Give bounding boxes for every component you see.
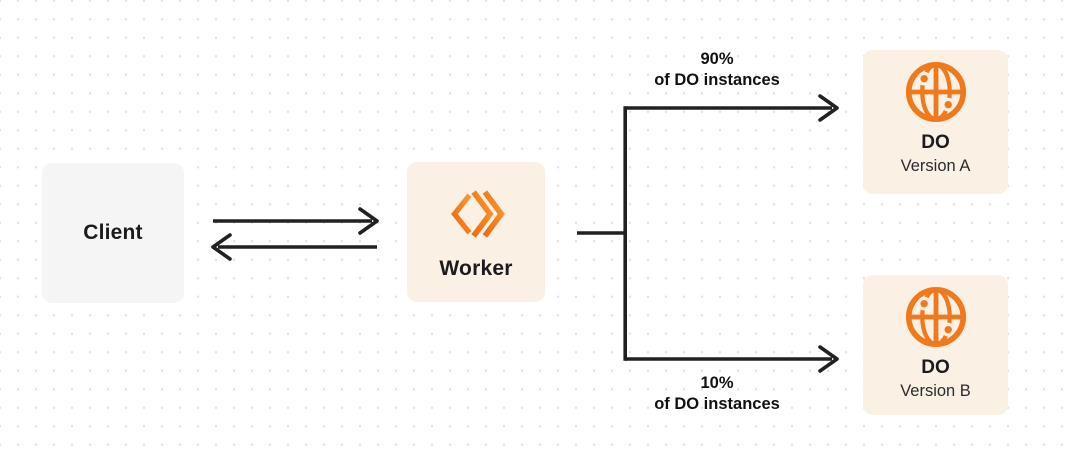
branch-b-percent: 10% bbox=[700, 374, 734, 392]
workers-chevrons-icon bbox=[447, 183, 505, 245]
edge-worker-to-client bbox=[211, 233, 377, 261]
do-version-b-node: DO Version B bbox=[863, 275, 1008, 415]
client-label: Client bbox=[83, 221, 143, 244]
branch-a-label: 90% of DO instances bbox=[597, 49, 837, 90]
worker-node: Worker bbox=[407, 162, 545, 302]
globe-icon bbox=[903, 284, 969, 350]
do-a-title: DO bbox=[921, 132, 950, 153]
edge-worker-fork bbox=[577, 94, 839, 373]
do-b-subtitle: Version B bbox=[900, 382, 971, 400]
do-a-subtitle: Version A bbox=[900, 157, 971, 175]
branch-a-percent: 90% bbox=[700, 50, 734, 68]
branch-b-label: 10% of DO instances bbox=[597, 373, 837, 414]
client-node: Client bbox=[42, 163, 184, 303]
edge-client-to-worker bbox=[213, 207, 379, 235]
branch-a-caption: of DO instances bbox=[654, 70, 780, 89]
worker-label: Worker bbox=[439, 257, 513, 280]
branch-b-caption: of DO instances bbox=[654, 394, 780, 413]
do-version-a-node: DO Version A bbox=[863, 50, 1008, 194]
globe-icon bbox=[903, 59, 969, 125]
do-b-title: DO bbox=[921, 357, 950, 378]
